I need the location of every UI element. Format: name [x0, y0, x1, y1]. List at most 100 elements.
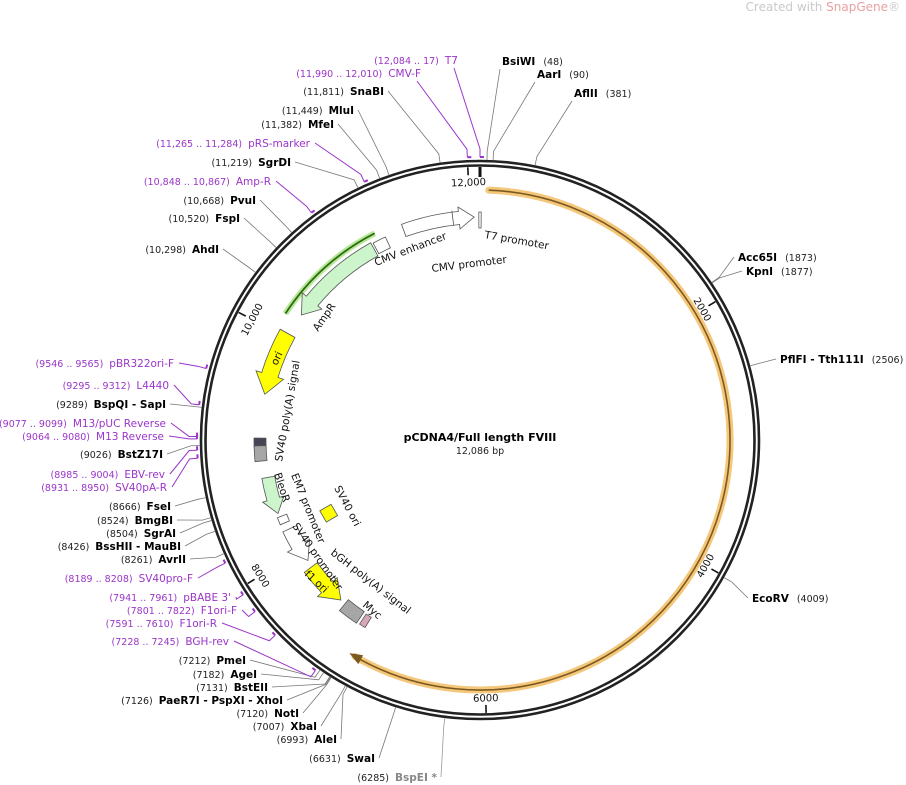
enzyme-site-sgrai[interactable]: (8504)SgrAI	[106, 528, 176, 540]
feature-label-t7-promoter[interactable]: T7 promoter	[482, 229, 550, 252]
enzyme-label[interactable]: (10,520)FspI	[168, 213, 240, 225]
enzyme-site-bsteii[interactable]: (7131)BstEII	[196, 682, 268, 694]
primer-label[interactable]: (10,848 .. 10,867)Amp-R	[144, 176, 271, 188]
enzyme-site-snabi[interactable]: (11,811)SnaBI	[303, 86, 384, 98]
enzyme-site-bsiwi[interactable]: BsiWI(48)	[502, 56, 563, 68]
primer-site-m13-reverse[interactable]: (9064 .. 9080)M13 Reverse	[22, 431, 164, 443]
enzyme-site-kpni[interactable]: KpnI(1877)	[746, 266, 813, 278]
feature-label-cmv-promoter[interactable]: CMV promoter	[431, 254, 508, 275]
primer-site-t7[interactable]: (12,084 .. 17)T7	[374, 55, 458, 67]
primer-label[interactable]: (11,265 .. 11,284)pRS-marker	[156, 138, 311, 150]
primer-site-f1ori-r[interactable]: (7591 .. 7610)F1ori-R	[106, 618, 217, 630]
primer-site-cmv-f[interactable]: (11,990 .. 12,010)CMV-F	[296, 68, 421, 80]
enzyme-site-pmei[interactable]: (7212)PmeI	[179, 655, 246, 667]
enzyme-site-bsshii[interactable]: (8426)BssHII - MauBI	[58, 541, 181, 553]
primer-label[interactable]: (11,990 .. 12,010)CMV-F	[296, 68, 421, 80]
primer-site-bgh-rev[interactable]: (7228 .. 7245)BGH-rev	[112, 636, 229, 648]
enzyme-label[interactable]: (7126)PaeR7I - PspXI - XhoI	[121, 695, 283, 707]
primer-label[interactable]: (8931 .. 8950)SV40pA-R	[41, 482, 167, 494]
bleor-arrow[interactable]	[261, 475, 285, 515]
enzyme-label[interactable]: (7120)NotI	[236, 708, 299, 720]
enzyme-label[interactable]: (8426)BssHII - MauBI	[58, 541, 181, 553]
enzyme-label[interactable]: Acc65I(1873)	[738, 252, 817, 264]
primer-label[interactable]: (8985 .. 9004)EBV-rev	[51, 469, 166, 481]
enzyme-site-aari[interactable]: AarI(90)	[537, 69, 589, 81]
enzyme-label[interactable]: (7182)AgeI	[193, 669, 257, 681]
enzyme-site-fsei[interactable]: (8666)FseI	[109, 501, 171, 513]
enzyme-label[interactable]: PflFI - Tth111I(2506)	[780, 354, 903, 366]
primer-site-l4440[interactable]: (9295 .. 9312)L4440	[63, 380, 169, 392]
primer-label[interactable]: (9546 .. 9565)pBR322ori-F	[35, 358, 174, 370]
enzyme-label[interactable]: (7131)BstEII	[196, 682, 268, 694]
enzyme-site-aflii[interactable]: AflII(381)	[574, 88, 631, 100]
primer-label[interactable]: (7591 .. 7610)F1ori-R	[106, 618, 217, 630]
primer-label[interactable]: (8189 .. 8208)SV40pro-F	[65, 573, 193, 585]
enzyme-site-pvui[interactable]: (10,668)PvuI	[183, 195, 256, 207]
enzyme-site-paer7i[interactable]: (7126)PaeR7I - PspXI - XhoI	[121, 695, 283, 707]
enzyme-label[interactable]: (8524)BmgBI	[97, 515, 173, 527]
enzyme-label[interactable]: (11,382)MfeI	[261, 119, 334, 131]
enzyme-site-noti[interactable]: (7120)NotI	[236, 708, 299, 720]
enzyme-label[interactable]: (8261)AvrII	[121, 554, 186, 566]
primer-label[interactable]: (9064 .. 9080)M13 Reverse	[22, 431, 164, 443]
t7-promoter-mark[interactable]	[478, 211, 482, 229]
enzyme-label[interactable]: (8666)FseI	[109, 501, 171, 513]
enzyme-site-xbai[interactable]: (7007)XbaI	[253, 721, 317, 733]
feature-label-sv40-ori[interactable]: SV40 ori	[331, 484, 362, 529]
enzyme-site-acc65i[interactable]: Acc65I(1873)	[738, 252, 817, 264]
sv40-promoter-arrow[interactable]	[282, 525, 310, 562]
enzyme-label[interactable]: (7212)PmeI	[179, 655, 246, 667]
enzyme-label[interactable]: (6285)BspEI *	[357, 772, 437, 784]
cmv-enhancer-arrow[interactable]	[400, 206, 475, 238]
enzyme-label[interactable]: KpnI(1877)	[746, 266, 813, 278]
ampr-arrow[interactable]	[301, 242, 379, 316]
primer-label[interactable]: (7801 .. 7822)F1ori-F	[127, 605, 237, 617]
enzyme-site-bmgbi[interactable]: (8524)BmgBI	[97, 515, 173, 527]
enzyme-site-swai[interactable]: (6631)SwaI	[309, 753, 375, 765]
enzyme-site-pflfi[interactable]: PflFI - Tth111I(2506)	[780, 354, 903, 366]
enzyme-site-bstz17i[interactable]: (9026)BstZ17I	[80, 449, 163, 461]
enzyme-label[interactable]: BsiWI(48)	[502, 56, 563, 68]
enzyme-label[interactable]: (9289)BspQI - SapI	[56, 399, 166, 411]
enzyme-site-fspi[interactable]: (10,520)FspI	[168, 213, 240, 225]
bgh-polya-box[interactable]	[338, 599, 365, 624]
em7-promoter-mark[interactable]	[276, 513, 290, 526]
enzyme-label[interactable]: (10,668)PvuI	[183, 195, 256, 207]
enzyme-site-avrii[interactable]: (8261)AvrII	[121, 554, 186, 566]
enzyme-site-mfei[interactable]: (11,382)MfeI	[261, 119, 334, 131]
enzyme-label[interactable]: (6993)AleI	[277, 734, 337, 746]
primer-site-sv40pro-f[interactable]: (8189 .. 8208)SV40pro-F	[65, 573, 193, 585]
primer-label[interactable]: (9295 .. 9312)L4440	[63, 380, 169, 392]
enzyme-label[interactable]: (9026)BstZ17I	[80, 449, 163, 461]
ori-arrow[interactable]	[255, 328, 296, 395]
primer-site-m13-puc-reverse[interactable]: (9077 .. 9099)M13/pUC Reverse	[0, 418, 166, 430]
sv40-polya-box[interactable]	[253, 445, 268, 463]
feature-label-ori[interactable]: ori	[269, 350, 286, 367]
primer-label[interactable]: (12,084 .. 17)T7	[374, 55, 458, 67]
enzyme-site-ecorv[interactable]: EcoRV(4009)	[752, 593, 828, 605]
enzyme-site-sgrdi[interactable]: (11,219)SgrDI	[211, 157, 291, 169]
enzyme-label[interactable]: (7007)XbaI	[253, 721, 317, 733]
primer-site-pbabe-3-[interactable]: (7941 .. 7961)pBABE 3'	[109, 592, 231, 604]
primer-label[interactable]: (7228 .. 7245)BGH-rev	[112, 636, 229, 648]
primer-site-pbr322ori-f[interactable]: (9546 .. 9565)pBR322ori-F	[35, 358, 174, 370]
enzyme-label[interactable]: (11,219)SgrDI	[211, 157, 291, 169]
primer-label[interactable]: (7941 .. 7961)pBABE 3'	[109, 592, 231, 604]
fviii-feature[interactable]	[354, 189, 731, 691]
enzyme-label[interactable]: (11,449)MluI	[282, 105, 354, 117]
enzyme-site-ahdi[interactable]: (10,298)AhdI	[145, 244, 219, 256]
sv40-ori-box[interactable]	[319, 503, 339, 523]
enzyme-label[interactable]: (8504)SgrAI	[106, 528, 176, 540]
enzyme-label[interactable]: AarI(90)	[537, 69, 589, 81]
primer-site-sv40pa-r[interactable]: (8931 .. 8950)SV40pA-R	[41, 482, 167, 494]
myc-mark[interactable]	[358, 613, 372, 629]
enzyme-site-bspqi[interactable]: (9289)BspQI - SapI	[56, 399, 166, 411]
primer-label[interactable]: (9077 .. 9099)M13/pUC Reverse	[0, 418, 166, 430]
enzyme-label[interactable]: EcoRV(4009)	[752, 593, 828, 605]
enzyme-site-mlui[interactable]: (11,449)MluI	[282, 105, 354, 117]
enzyme-label[interactable]: (10,298)AhdI	[145, 244, 219, 256]
enzyme-label[interactable]: AflII(381)	[574, 88, 631, 100]
primer-site-prs-marker[interactable]: (11,265 .. 11,284)pRS-marker	[156, 138, 311, 150]
primer-site-ebv-rev[interactable]: (8985 .. 9004)EBV-rev	[51, 469, 166, 481]
enzyme-site-bspei[interactable]: (6285)BspEI *	[357, 772, 437, 784]
